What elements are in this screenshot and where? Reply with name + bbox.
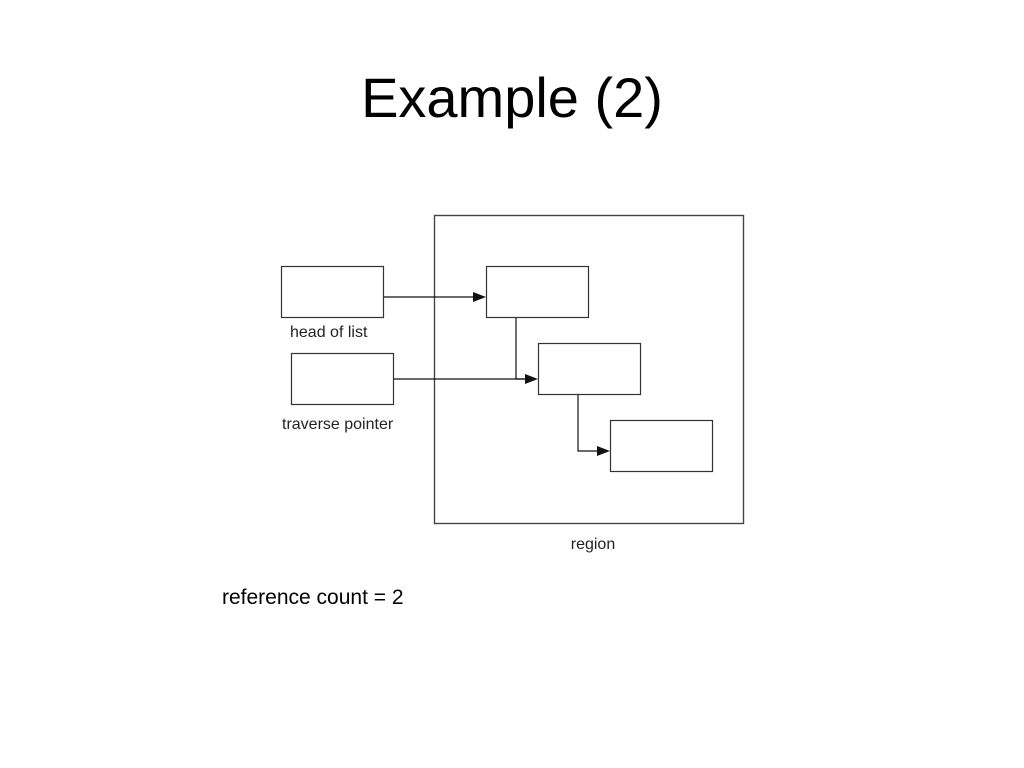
node1-to-node2-link <box>515 318 526 380</box>
region-label: region <box>571 536 615 553</box>
reference-count-text: reference count = 2 <box>222 586 404 609</box>
node2-to-node3-arrow <box>577 395 610 456</box>
head-to-node1-arrow <box>384 292 486 302</box>
traverse-to-node2-arrow <box>394 374 538 384</box>
head-of-list-box <box>280 265 385 319</box>
list-node-3 <box>609 419 714 473</box>
head-of-list-label: head of list <box>290 324 368 341</box>
list-node-1 <box>485 265 590 319</box>
slide-title: Example (2) <box>361 66 663 129</box>
list-node-2 <box>537 342 642 396</box>
traverse-pointer-label: traverse pointer <box>282 416 394 433</box>
traverse-pointer-box <box>290 352 395 406</box>
